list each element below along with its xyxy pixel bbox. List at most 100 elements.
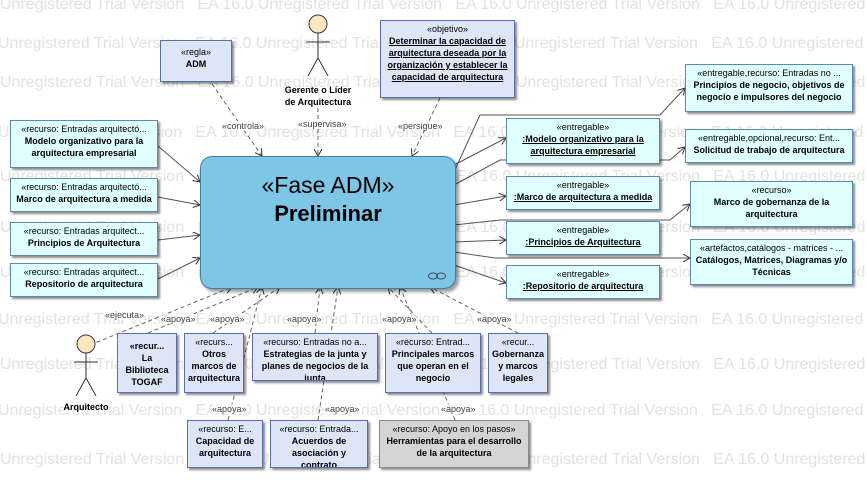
support-box[interactable]: «recurso: Entradas no a... Estrategias d… (252, 333, 378, 381)
element-name: :Modelo organizativo para la arquitectur… (522, 134, 644, 156)
deliverable-box[interactable]: «entregable» :Modelo organizativo para l… (506, 118, 660, 164)
persigue-connector (412, 97, 441, 156)
stereotype-label: «recurso: E... (198, 424, 252, 434)
ejecuta-label: «ejecuta» (105, 310, 145, 320)
element-name: ADM (185, 59, 207, 69)
element-name: Acuerdos de asociación y contrato (291, 436, 347, 468)
ejecuta-connector (89, 287, 232, 346)
element-name: Principios de negocio, objetivos de nego… (693, 80, 845, 102)
stereotype-label: «recurso: Entradas arquitect... (23, 226, 145, 236)
stereotype-label: «artefactos,catálogos - matrices - ... (699, 243, 844, 253)
apoya-label: «apoya» (382, 314, 417, 324)
element-name: Estrategias de la junta y planes de nego… (261, 349, 369, 381)
support-box[interactable]: «recurso: Entrada... Acuerdos de asociac… (270, 420, 368, 468)
input-box[interactable]: «recurso: Entradas arquitectó... Modelo … (10, 120, 158, 168)
stereotype-label: «recurso: Apoyo en los pasos» (392, 424, 516, 434)
support-box[interactable]: «recurso: Entrad... Principales marcos q… (385, 333, 481, 393)
input-connector (157, 145, 200, 182)
element-name: Principales marcos que operan en el nego… (391, 349, 475, 383)
apoya-connector (317, 287, 338, 421)
element-name: Gobernanza y marcos legales (492, 349, 545, 383)
stereotype-label: «regla» (180, 47, 212, 57)
link-icon (428, 272, 446, 280)
output-connector (453, 88, 685, 173)
output-connector (453, 204, 690, 226)
element-name: Modelo organizativo para la arquitectura… (24, 136, 144, 158)
apoya-label: «apoya» (441, 404, 476, 414)
stereotype-label: «entregable» (556, 269, 610, 279)
apoya-label: «apoya» (325, 404, 360, 414)
stereotype-label: «recurso» (751, 185, 792, 195)
element-name: Marco de arquitectura a medida (16, 194, 152, 204)
element-name: Determinar la capacidad de arquitectura … (387, 36, 508, 82)
actor-gerente[interactable]: Gerente o Líder de Arquitectura (268, 14, 368, 108)
supervisa-label: «supervisa» (298, 119, 347, 129)
input-connector (157, 235, 200, 241)
output-box[interactable]: «recurso» Marco de gobernanza de la arqu… (690, 181, 853, 227)
input-box[interactable]: «recurso: Entradas arquitect... Principi… (10, 222, 158, 256)
apoya-label: «apoya» (161, 314, 196, 324)
stereotype-label: «recurso: Entrada... (279, 424, 359, 434)
element-name: La Biblioteca TOGAF (125, 353, 169, 387)
input-connector (157, 258, 200, 280)
input-connector (157, 196, 200, 205)
apoya-connector (430, 287, 519, 334)
element-name: Otros marcos de arquitectura (188, 349, 241, 383)
stereotype-label: «recurso: Entradas arquitectó... (21, 124, 147, 134)
deliverable-box[interactable]: «entregable» :Marco de arquitectura a me… (506, 176, 660, 210)
apoya-connector (227, 287, 262, 421)
apoya-label: «apoya» (477, 314, 512, 324)
support-box[interactable]: «recurso: E... Capacidad de arquitectura (187, 420, 263, 468)
actor-arquitecto-label: Arquitecto (63, 402, 109, 412)
apoya-label: «apoya» (287, 314, 322, 324)
stereotype-label: «recur... (129, 341, 165, 351)
support-box[interactable]: «recur... Gobernanza y marcos legales (488, 333, 548, 393)
stereotype-label: «recurso: Entrad... (395, 337, 471, 347)
deliverable-box[interactable]: «entregable» :Principios de Arquitectura (506, 221, 660, 255)
input-box[interactable]: «recurso: Entradas arquitectó... Marco d… (10, 178, 158, 212)
output-box[interactable]: «entregable,recurso: Entradas no ... Pri… (685, 64, 853, 112)
stereotype-label: «recurso: Entradas arquitect... (23, 267, 145, 277)
actor-arquitecto[interactable]: Arquitecto (58, 334, 114, 412)
element-name: :Repositorio de arquitectura (522, 281, 644, 291)
output-box[interactable]: «artefactos,catálogos - matrices - ... C… (690, 239, 853, 285)
deliverable-box[interactable]: «entregable» :Repositorio de arquitectur… (506, 265, 660, 299)
stereotype-label: «objetivo» (426, 24, 469, 34)
actor-icon (306, 14, 330, 77)
element-name: Preliminar (274, 201, 382, 226)
element-name: Herramientas para el desarrollo de la ar… (386, 436, 522, 458)
actor-icon (74, 334, 98, 397)
support-box[interactable]: «recur... La Biblioteca TOGAF (117, 333, 177, 393)
fase-adm-preliminar[interactable]: «Fase ADM» Preliminar (200, 156, 456, 289)
apoya-connector (388, 287, 433, 334)
stereotype-label: «entregable,opcional,recurso: Ent... (697, 133, 841, 143)
element-name: :Principios de Arquitectura (525, 237, 641, 247)
element-name: Catálogos, Matrices, Diagramas y/o Técni… (695, 255, 848, 277)
element-name: :Marco de arquitectura a medida (513, 192, 653, 202)
element-name: Principios de Arquitectura (27, 238, 141, 248)
objetivo-box[interactable]: «objetivo» Determinar la capacidad de ar… (380, 20, 515, 98)
output-box[interactable]: «entregable,opcional,recurso: Ent... Sol… (685, 129, 853, 163)
apoya-label: «apoya» (212, 404, 247, 414)
deliverable-connector (453, 240, 506, 242)
deliverable-connector (453, 264, 506, 283)
controla-label: «controla» (222, 121, 265, 131)
deliverable-connector (453, 196, 506, 206)
support-box[interactable]: «recurso: Apoyo en los pasos» Herramient… (379, 420, 529, 468)
actor-gerente-label: Gerente o Líder de Arquitectura (284, 85, 352, 107)
element-name: Capacidad de arquitectura (195, 436, 255, 458)
regla-box[interactable]: «regla» ADM (160, 40, 232, 82)
stereotype-label: «recur... (501, 337, 535, 347)
stereotype-label: «entregable» (556, 225, 610, 235)
stereotype-label: «recurso: Entradas no a... (263, 337, 367, 347)
stereotype-label: «entregable» (556, 122, 610, 132)
element-name: Solicitud de trabajo de arquitectura (693, 145, 845, 155)
input-box[interactable]: «recurso: Entradas arquitect... Reposito… (10, 263, 158, 297)
stereotype-label: «entregable» (556, 180, 610, 190)
apoya-connector (314, 287, 320, 334)
element-name: Repositorio de arquitectura (25, 279, 143, 289)
controla-connector (211, 83, 262, 156)
support-box[interactable]: «recurs... Otros marcos de arquitectura (184, 333, 244, 393)
